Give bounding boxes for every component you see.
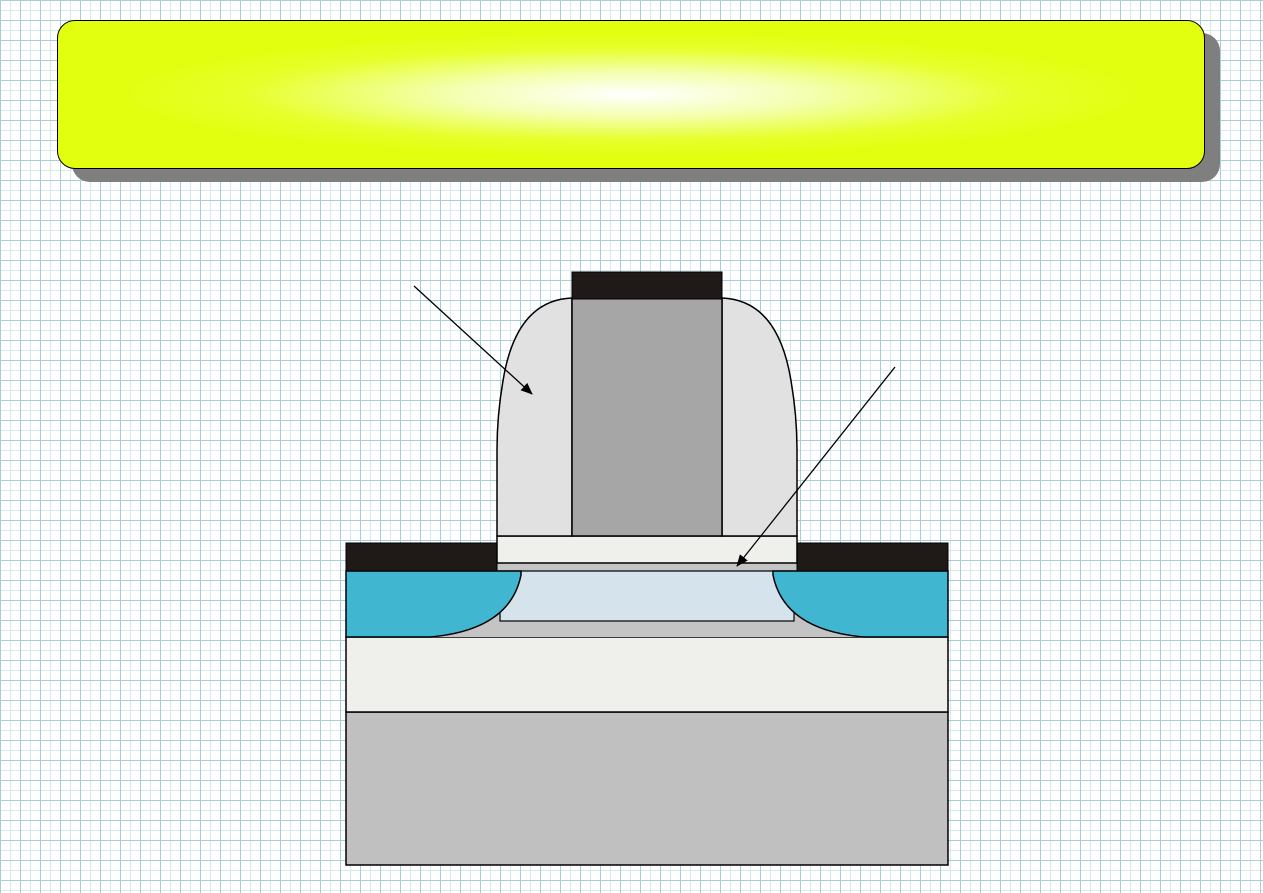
channel-arrow xyxy=(736,366,896,567)
drain-region xyxy=(772,570,949,638)
buried-oxide-layer xyxy=(345,636,949,713)
drain-contact xyxy=(796,542,949,572)
gate-contact xyxy=(571,271,723,300)
source-contact xyxy=(345,542,498,572)
spacer-arrow xyxy=(413,285,533,395)
substrate-layer xyxy=(345,711,949,866)
right-spacer xyxy=(721,297,798,537)
title-banner xyxy=(57,20,1205,169)
channel-region xyxy=(499,570,795,622)
left-spacer xyxy=(496,297,573,537)
source-region xyxy=(345,570,522,638)
gate-oxide xyxy=(496,535,798,564)
gate-electrode xyxy=(571,297,723,537)
